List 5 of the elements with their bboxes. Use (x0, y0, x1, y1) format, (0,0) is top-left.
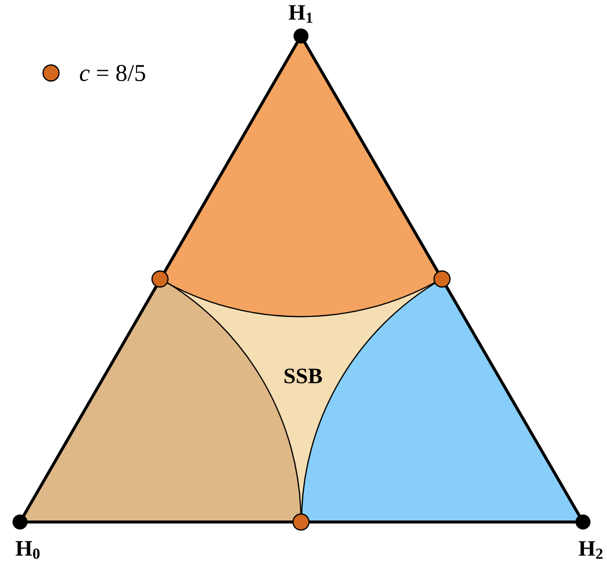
region-label: SSB (284, 368, 322, 384)
vertex-label: H$_{0}$ (16, 541, 40, 559)
vertex-label: H$_{1}$ (288, 5, 312, 23)
vertex-label: H$_{2}$ (578, 541, 602, 559)
legend-text: c = 8/5 (80, 64, 146, 82)
